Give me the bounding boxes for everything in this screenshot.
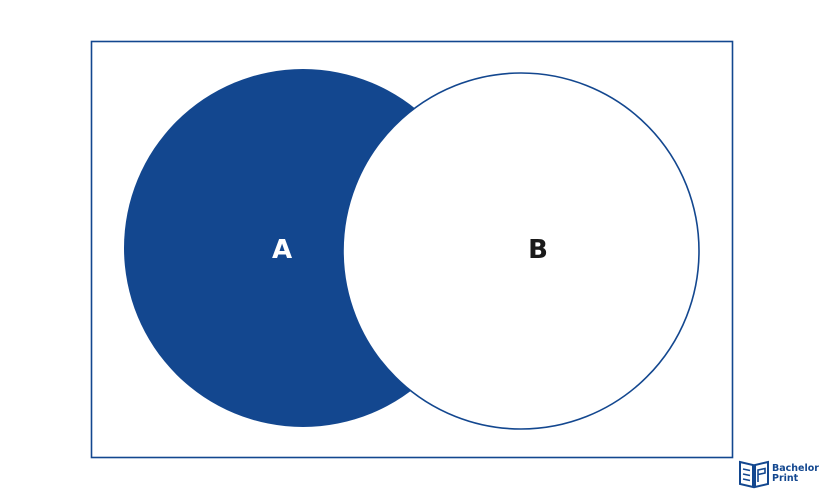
brand-line-2: Print	[772, 473, 799, 484]
bachelor-print-logo: Bachelor Print	[738, 456, 822, 490]
open-book-bp-logo-icon	[739, 460, 769, 489]
brand-line-1: Bachelor	[772, 463, 819, 474]
set-a-only-region	[124, 69, 482, 427]
universe-rectangle	[90, 40, 734, 459]
set-a-label: A	[272, 235, 292, 265]
brand-wordmark: Bachelor Print	[772, 464, 819, 484]
set-b-label: B	[528, 235, 548, 265]
set-b-circle	[342, 72, 700, 430]
